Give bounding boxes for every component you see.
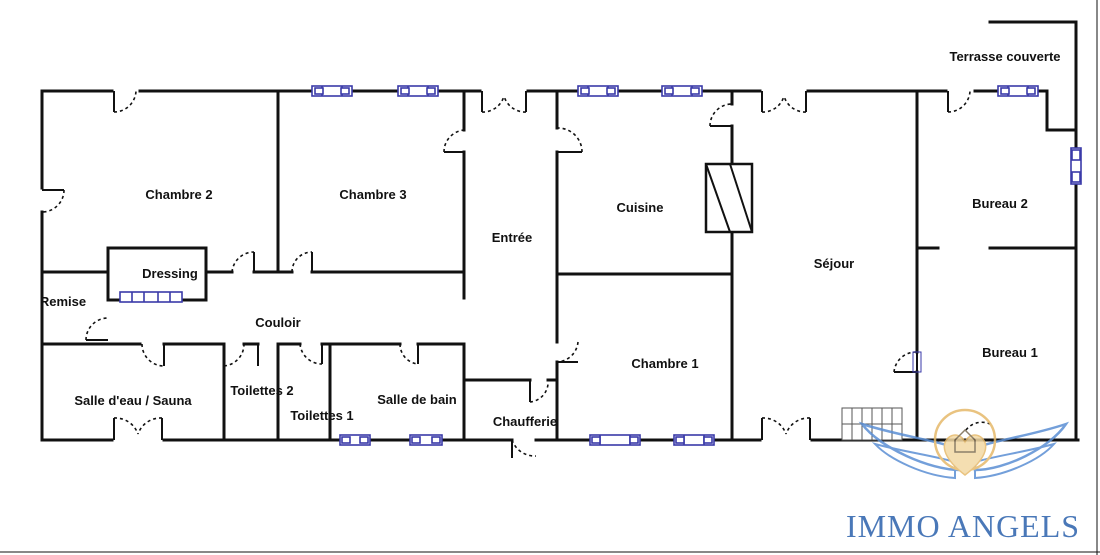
windows — [119, 85, 1082, 446]
window — [409, 434, 443, 446]
room-labels: Chambre 2 Chambre 3 Entrée Cuisine Séjou… — [40, 49, 1061, 429]
room-label-toilettes-2: Toilettes 2 — [230, 383, 293, 398]
brand-logo — [858, 408, 1070, 480]
window — [339, 434, 371, 446]
chimney-duct — [704, 162, 754, 234]
room-label-couloir: Couloir — [255, 315, 301, 330]
window — [589, 434, 641, 446]
room-label-chambre-2: Chambre 2 — [145, 187, 212, 202]
room-label-chambre-1: Chambre 1 — [631, 356, 698, 371]
window — [997, 85, 1039, 97]
room-label-toilettes-1: Toilettes 1 — [290, 408, 353, 423]
room-label-chaufferie: Chaufferie — [493, 414, 557, 429]
room-label-remise: Remise — [40, 294, 86, 309]
room-label-salle-eau: Salle d'eau / Sauna — [74, 393, 192, 408]
interior-walls — [40, 89, 1078, 442]
window — [661, 85, 703, 97]
room-label-bureau-2: Bureau 2 — [972, 196, 1028, 211]
window — [673, 434, 715, 446]
brand-name: IMMO ANGELS — [846, 508, 1080, 544]
room-label-dressing: Dressing — [142, 266, 198, 281]
window — [119, 291, 183, 303]
room-label-entree: Entrée — [492, 230, 532, 245]
window — [311, 85, 353, 97]
room-label-bureau-1: Bureau 1 — [982, 345, 1038, 360]
window — [397, 85, 439, 97]
room-label-sejour: Séjour — [814, 256, 854, 271]
room-label-chambre-3: Chambre 3 — [339, 187, 406, 202]
room-label-salle-bain: Salle de bain — [377, 392, 457, 407]
window — [577, 85, 619, 97]
room-label-terrasse: Terrasse couverte — [949, 49, 1060, 64]
doors — [41, 90, 991, 458]
window — [1070, 147, 1082, 185]
outer-walls — [40, 20, 1080, 442]
room-label-cuisine: Cuisine — [617, 200, 664, 215]
